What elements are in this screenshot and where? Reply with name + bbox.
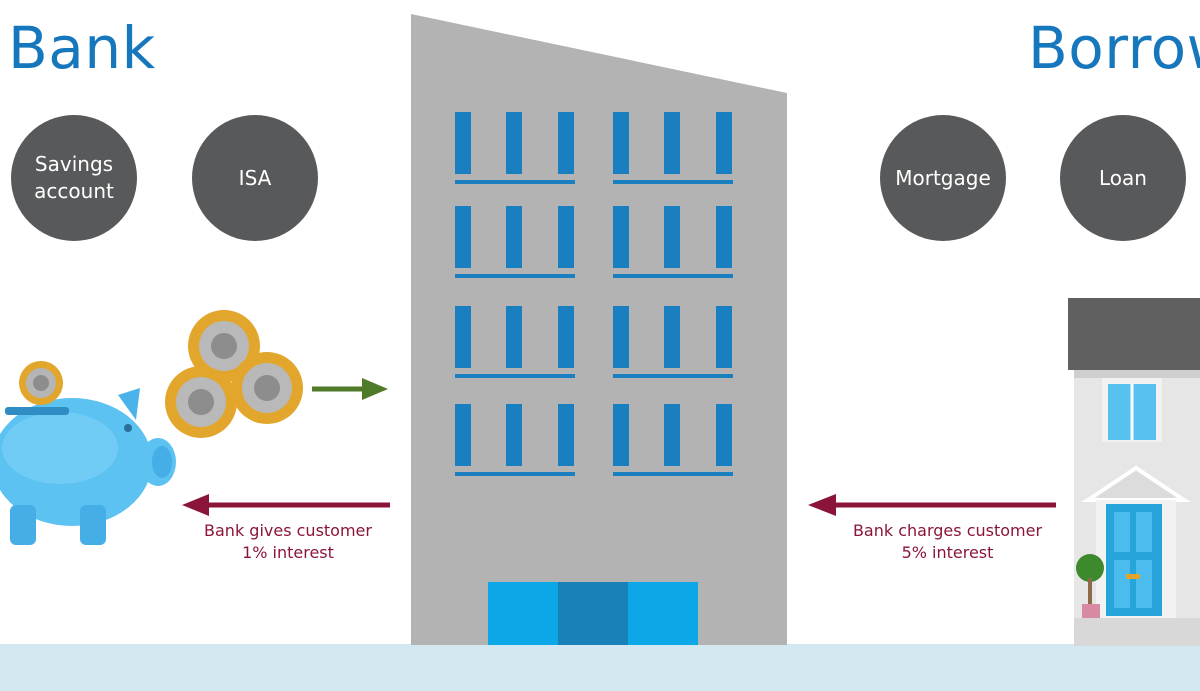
loan-label: Loan — [1099, 165, 1147, 190]
isa-label: ISA — [238, 165, 272, 190]
building-window — [455, 404, 471, 466]
window-sill — [613, 274, 733, 278]
loan-interest-arrow — [808, 494, 1056, 516]
building-window — [558, 112, 574, 174]
house-icon — [1068, 298, 1200, 646]
building-window — [558, 306, 574, 368]
building-window — [613, 112, 629, 174]
building-window — [664, 206, 680, 268]
window-sill — [613, 374, 733, 378]
window-sill — [455, 374, 575, 378]
building-window — [613, 206, 629, 268]
building-window — [664, 306, 680, 368]
window-sill — [455, 472, 575, 476]
loan-bubble: Loan — [1060, 115, 1186, 241]
window-sill — [455, 274, 575, 278]
savings-interest-arrow — [182, 494, 390, 516]
bank-heading: Bank — [8, 14, 156, 82]
building-window — [506, 404, 522, 466]
deposit-arrow — [312, 378, 388, 400]
savings-account-bubble: Savings account — [11, 115, 137, 241]
building-window — [664, 404, 680, 466]
savings-account-label: Savings account — [34, 152, 114, 203]
building-window — [558, 404, 574, 466]
piggy-bank-icon — [0, 388, 176, 545]
building-window — [613, 404, 629, 466]
building-window — [716, 112, 732, 174]
bank-building — [411, 14, 787, 645]
loan-interest-caption: Bank charges customer 5% interest — [852, 521, 1043, 562]
borrow-heading: Borrow — [1028, 14, 1200, 82]
building-window — [506, 306, 522, 368]
savings-interest-caption: Bank gives customer 1% interest — [204, 521, 372, 562]
building-window — [506, 206, 522, 268]
window-sill — [613, 180, 733, 184]
building-window — [455, 306, 471, 368]
building-window — [455, 206, 471, 268]
isa-bubble: ISA — [192, 115, 318, 241]
building-window — [506, 112, 522, 174]
mortgage-label: Mortgage — [895, 165, 991, 190]
ground-strip — [0, 644, 1200, 691]
building-window — [664, 112, 680, 174]
building-window — [558, 206, 574, 268]
window-sill — [455, 180, 575, 184]
mortgage-bubble: Mortgage — [880, 115, 1006, 241]
building-window — [613, 306, 629, 368]
coin-icons — [19, 310, 303, 438]
window-sill — [613, 472, 733, 476]
building-window — [716, 306, 732, 368]
building-window — [455, 112, 471, 174]
building-window — [716, 206, 732, 268]
building-window — [716, 404, 732, 466]
